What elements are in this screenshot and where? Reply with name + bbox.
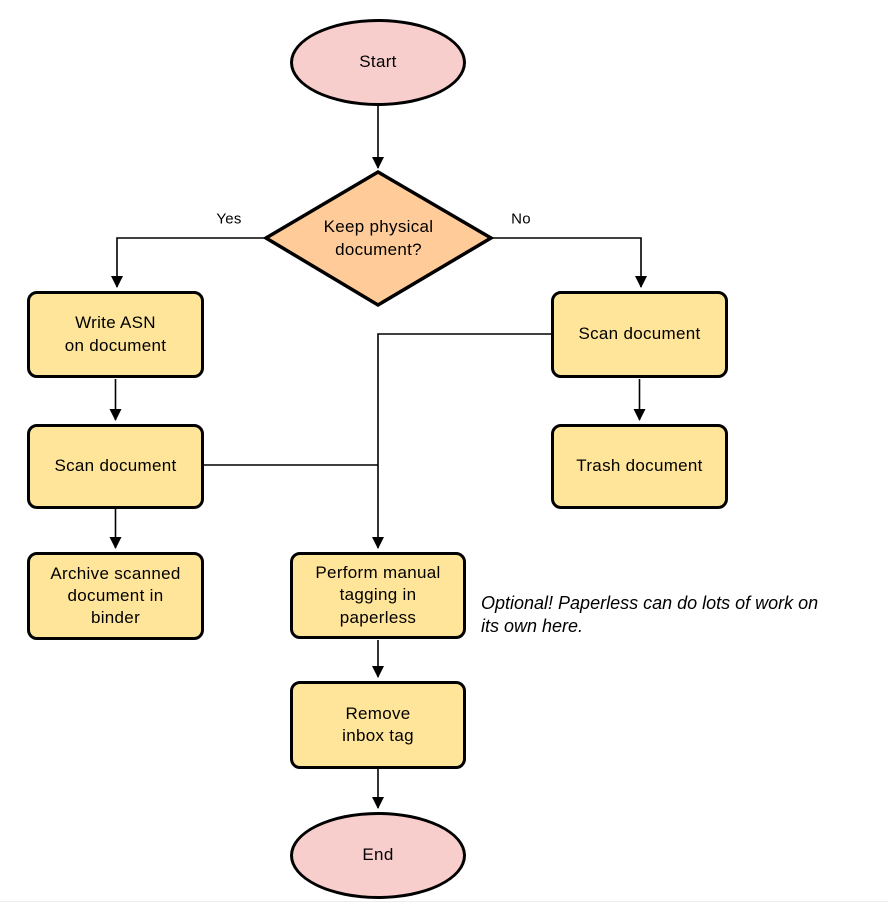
node-write-asn: Write ASN on document [27, 291, 204, 378]
edge-scan-right-to-tagging [372, 333, 551, 549]
node-scan-left: Scan document [27, 424, 204, 509]
edge-decision-no-to-scan-right [491, 237, 647, 288]
node-tagging: Perform manual tagging in paperless [290, 552, 466, 639]
node-remove-inbox: Remove inbox tag [290, 681, 466, 769]
node-start: Start [290, 19, 466, 106]
node-scan-right: Scan document [551, 291, 728, 378]
node-decision: Keep physical document? [323, 217, 434, 259]
node-trash: Trash document [551, 424, 728, 509]
node-end: End [290, 812, 466, 899]
edge-label-yes: Yes [216, 210, 242, 228]
bottom-divider [0, 901, 888, 902]
decision-shape [262, 169, 495, 308]
edge-label-no: No [511, 210, 531, 228]
edge-decision-yes-to-write-asn [111, 237, 266, 288]
node-archive: Archive scanned document in binder [27, 552, 204, 640]
annotation-note: Optional! Paperless can do lots of work … [481, 593, 819, 637]
